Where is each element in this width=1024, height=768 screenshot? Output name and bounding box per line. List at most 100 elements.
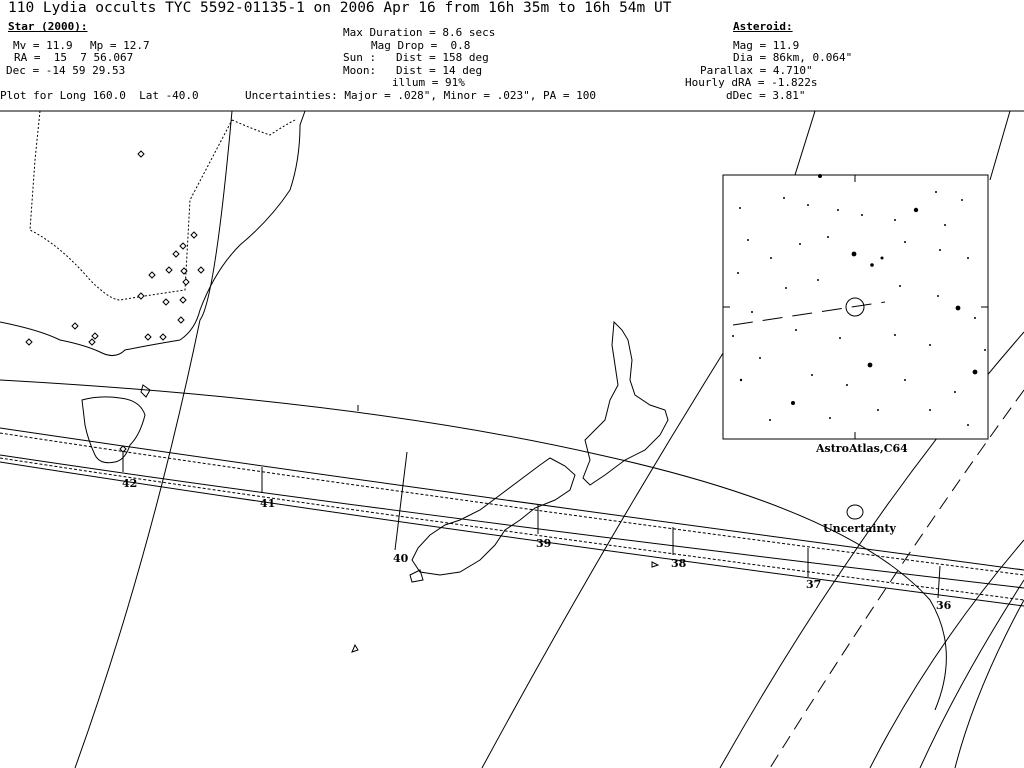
- south-island-coastline: [411, 457, 576, 576]
- asteroid-diameter: Dia = 86km, 0.064": [733, 51, 853, 64]
- asteroid-parallax: Parallax = 4.710": [700, 64, 813, 77]
- north-island-coastline: [582, 320, 669, 486]
- star: [894, 219, 896, 221]
- moon-illumination: illum = 91%: [392, 76, 465, 89]
- uncertainty-north-limit: [0, 432, 1024, 576]
- page-title: 110 Lydia occults TYC 5592-01135-1 on 20…: [8, 0, 672, 16]
- asteroid-mag: Mag = 11.9: [733, 39, 800, 52]
- star: [955, 305, 961, 311]
- star: [747, 239, 749, 241]
- star-mp: Mp = 12.7: [90, 39, 150, 52]
- mag-drop: Mag Drop = 0.8: [371, 39, 471, 52]
- target-star-circle: [845, 297, 865, 317]
- tasmania-coastline: [81, 396, 146, 464]
- star: [929, 344, 931, 346]
- australia-coastline: [0, 110, 306, 356]
- city-marker: [91, 332, 99, 340]
- star: [967, 257, 969, 259]
- city-marker: [190, 231, 198, 239]
- city-marker: [177, 316, 185, 324]
- star: [929, 409, 931, 411]
- star: [818, 174, 822, 178]
- star: [935, 191, 937, 193]
- stewart-island: [409, 569, 424, 583]
- time-label-39: 39: [536, 537, 552, 550]
- city-marker: [165, 266, 173, 274]
- star: [967, 424, 969, 426]
- city-marker: [180, 267, 188, 275]
- star-dec: Dec = -14 59 29.53: [6, 64, 126, 77]
- uncertainties: Uncertainties: Major = .028", Minor = .0…: [245, 89, 596, 102]
- star: [937, 295, 939, 297]
- time-tick: [394, 451, 408, 551]
- island: [651, 561, 660, 568]
- star: [880, 256, 884, 260]
- city-marker: [88, 338, 96, 346]
- star: [974, 317, 976, 319]
- star: [851, 251, 857, 257]
- star: [817, 279, 819, 281]
- graticule-curve: [869, 539, 1024, 768]
- star: [846, 384, 848, 386]
- city-marker: [25, 338, 33, 346]
- city-marker: [144, 333, 152, 341]
- city-markers: [25, 150, 205, 453]
- star: [785, 287, 787, 289]
- star: [867, 362, 873, 368]
- star: [944, 224, 946, 226]
- shadow-south-limit: [0, 461, 1024, 607]
- star: [827, 236, 829, 238]
- star: [795, 329, 797, 331]
- meridian-line: [794, 110, 816, 176]
- star: [984, 349, 986, 351]
- city-marker: [172, 250, 180, 258]
- island: [140, 384, 151, 398]
- star: [939, 249, 941, 251]
- star: [737, 272, 739, 274]
- city-marker: [148, 271, 156, 279]
- star: [791, 401, 795, 405]
- state-border: [231, 119, 296, 136]
- time-tick: [937, 565, 941, 599]
- star: [811, 374, 813, 376]
- star: [837, 209, 839, 211]
- graticule-curve: [954, 599, 1024, 768]
- field-stars: [732, 174, 986, 426]
- time-label-40: 40: [393, 552, 409, 565]
- star: [870, 263, 874, 267]
- meridian-line: [481, 349, 726, 768]
- city-marker: [182, 278, 190, 286]
- star: [954, 391, 956, 393]
- star: [732, 335, 734, 337]
- asteroid-hourly-dra: Hourly dRA = -1.822s: [685, 76, 818, 89]
- time-label-37: 37: [806, 578, 822, 591]
- uncertainty-south-limit: [0, 457, 1024, 601]
- time-label-38: 38: [671, 557, 687, 570]
- star: [783, 197, 785, 199]
- star: [899, 285, 901, 287]
- city-marker: [71, 322, 79, 330]
- meridian-line: [74, 110, 233, 768]
- star: [904, 241, 906, 243]
- star: [751, 311, 753, 313]
- star: [829, 417, 831, 419]
- star: [739, 207, 741, 209]
- star: [904, 379, 906, 381]
- plot-location: Plot for Long 160.0 Lat -40.0: [0, 89, 199, 102]
- star-chart-inset: [722, 174, 989, 440]
- inset-frame: [722, 174, 989, 440]
- star: [972, 369, 978, 375]
- asteroid-section-heading: Asteroid:: [733, 20, 793, 33]
- inset-caption: AstroAtlas,C64: [816, 442, 908, 455]
- star: [807, 204, 809, 206]
- city-marker: [159, 333, 167, 341]
- max-duration: Max Duration = 8.6 secs: [343, 26, 496, 39]
- meridian-line: [989, 110, 1011, 181]
- star: [961, 199, 963, 201]
- city-marker: [119, 445, 127, 453]
- star: [913, 207, 919, 213]
- asteroid-track: [732, 301, 886, 326]
- island: [351, 643, 359, 653]
- city-marker: [179, 242, 187, 250]
- shadow-center-line: [0, 454, 1024, 589]
